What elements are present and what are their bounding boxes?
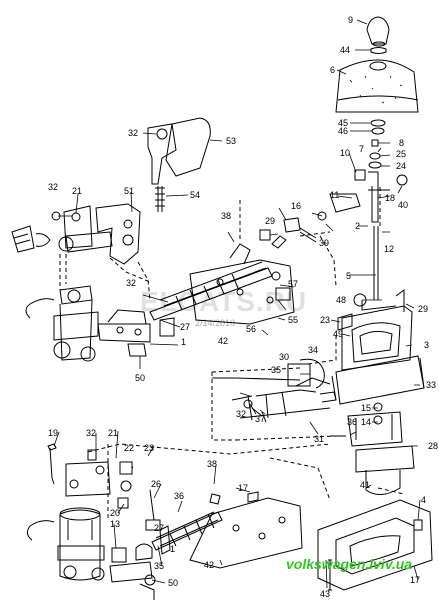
gear-knob — [366, 16, 390, 54]
callout-27a: 27 — [180, 322, 190, 332]
callout-42b: 42 — [204, 560, 214, 570]
upper-linkage-rods — [149, 211, 327, 325]
callout-35b: 35 — [154, 561, 164, 571]
callout-17b: 17 — [410, 575, 420, 585]
callout-23b: 23 — [144, 443, 154, 453]
lower-left-assembly — [26, 443, 161, 600]
gear-boot — [335, 59, 419, 113]
watermark-date: 2/14/2010 — [195, 318, 236, 328]
callout-30: 30 — [279, 352, 289, 362]
callout-24: 24 — [396, 161, 406, 171]
callout-55: 55 — [288, 315, 298, 325]
left-upper-housing — [25, 285, 175, 362]
callout-15: 15 — [361, 403, 371, 413]
callout-35a: 35 — [271, 365, 281, 375]
callout-39: 39 — [319, 238, 329, 248]
callout-leaders — [53, 19, 421, 589]
callout-12: 12 — [384, 244, 394, 254]
callout-28: 28 — [428, 441, 438, 451]
callout-9: 9 — [348, 15, 353, 25]
callout-27b: 27 — [154, 523, 164, 533]
callout-41: 41 — [360, 480, 370, 490]
callout-5: 5 — [346, 271, 351, 281]
callout-18: 18 — [385, 193, 395, 203]
callout-38b: 38 — [207, 459, 217, 469]
callout-2: 2 — [355, 221, 360, 231]
shift-cover-lower — [317, 499, 433, 591]
callout-43: 43 — [320, 589, 330, 599]
callout-48: 48 — [336, 295, 346, 305]
callout-50a: 50 — [135, 373, 145, 383]
callout-1b: 1 — [170, 544, 175, 554]
site-watermark: volkswagen.lviv.ua — [286, 556, 413, 572]
callout-8: 8 — [399, 138, 404, 148]
callout-46: 46 — [338, 126, 348, 136]
callout-21b: 21 — [108, 428, 118, 438]
middle-cable — [212, 358, 415, 495]
callout-38a: 38 — [221, 211, 231, 221]
callout-31: 31 — [314, 434, 324, 444]
callout-25: 25 — [396, 149, 406, 159]
callout-32c: 32 — [126, 278, 136, 288]
watermark-text: ELCATS.RU — [140, 286, 308, 317]
callout-32e: 32 — [86, 428, 96, 438]
callout-23a: 23 — [320, 315, 330, 325]
callout-44: 44 — [340, 45, 350, 55]
callout-51: 51 — [124, 186, 134, 196]
callout-37: 37 — [255, 414, 265, 424]
callout-32b: 32 — [48, 182, 58, 192]
callout-22: 22 — [124, 443, 134, 453]
callout-33: 33 — [426, 380, 436, 390]
callout-16: 16 — [291, 201, 301, 211]
callout-7: 7 — [359, 144, 364, 154]
callout-labels: 9 44 6 45 46 8 7 25 24 10 53 32 54 32 21… — [48, 15, 438, 599]
dashed-guides — [59, 186, 405, 520]
shift-housing-upper — [331, 226, 425, 405]
callout-54: 54 — [190, 190, 200, 200]
callout-13: 13 — [110, 519, 120, 529]
lower-linkage-rods — [151, 491, 303, 569]
callout-34: 34 — [308, 345, 318, 355]
callout-32a: 32 — [128, 128, 138, 138]
callout-36a: 36 — [347, 417, 357, 427]
callout-1a: 1 — [181, 337, 186, 347]
callout-32d: 32 — [236, 409, 246, 419]
callout-17a: 17 — [238, 483, 248, 493]
callout-20: 20 — [110, 508, 120, 518]
callout-11: 11 — [330, 190, 339, 200]
callout-19: 19 — [48, 428, 58, 438]
callout-50b: 50 — [168, 578, 178, 588]
callout-36b: 36 — [174, 491, 184, 501]
callout-26: 26 — [151, 479, 161, 489]
callout-49: 49 — [333, 329, 343, 339]
callout-6: 6 — [330, 65, 335, 75]
callout-45: 45 — [338, 118, 348, 128]
callout-57: 57 — [288, 279, 298, 289]
callout-14: 14 — [361, 417, 371, 427]
callout-3: 3 — [424, 340, 429, 350]
callout-56: 56 — [246, 324, 256, 334]
callout-21a: 21 — [72, 186, 82, 196]
callout-29b: 29 — [418, 304, 428, 314]
callout-40: 40 — [398, 200, 408, 210]
upper-bracket-assembly — [11, 117, 211, 265]
callout-4: 4 — [421, 495, 426, 505]
callout-53: 53 — [226, 136, 236, 146]
callout-29a: 29 — [265, 216, 275, 226]
callout-42a: 42 — [218, 336, 228, 346]
callout-10: 10 — [340, 148, 350, 158]
